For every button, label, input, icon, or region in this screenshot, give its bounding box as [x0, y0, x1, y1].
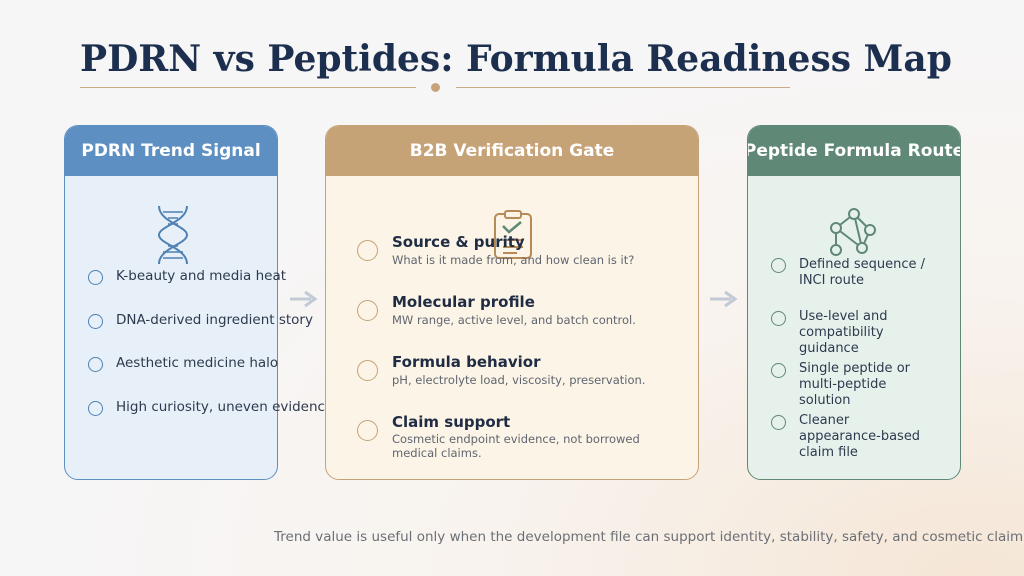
right-item-marker: [771, 311, 786, 326]
right-item-marker: [771, 363, 786, 378]
gate-step-title: Molecular profile: [392, 293, 535, 311]
title-divider-right: [456, 87, 790, 88]
left-item: High curiosity, uneven evidence: [116, 399, 334, 415]
gate-step-marker: [357, 300, 378, 321]
gate-step-marker: [357, 240, 378, 261]
gate-step-marker: [357, 420, 378, 441]
right-item: Use-level and compatibility guidance: [799, 309, 888, 356]
title-divider-dot: [431, 83, 440, 92]
left-item: DNA-derived ingredient story: [116, 312, 313, 328]
arrow-right-icon: [290, 290, 318, 308]
verification-card-header: B2B Verification Gate: [326, 126, 698, 176]
gate-step-desc: pH, electrolyte load, viscosity, preserv…: [392, 373, 646, 387]
right-item-marker: [771, 258, 786, 273]
gate-step-desc: Cosmetic endpoint evidence, not borrowed…: [392, 432, 640, 460]
right-item: Single peptide or multi-peptide solution: [799, 361, 910, 408]
clipboard-check-icon: [494, 210, 532, 259]
left-item-marker: [88, 357, 103, 372]
gate-step-title: Source & purity: [392, 233, 525, 251]
page-title: PDRN vs Peptides: Formula Readiness Map: [80, 38, 952, 80]
pdrn-card-header: PDRN Trend Signal: [65, 126, 277, 176]
peptide-card-header: Peptide Formula Route: [748, 126, 960, 176]
left-item: K-beauty and media heat: [116, 268, 287, 284]
arrow-right-icon: [710, 290, 738, 308]
dna-icon: [157, 205, 189, 265]
gate-step-desc: What is it made from, and how clean is i…: [392, 253, 635, 267]
molecule-network-icon: [830, 208, 876, 256]
right-item: Defined sequence / INCI route: [799, 257, 925, 288]
right-item: Cleaner appearance-based claim file: [799, 413, 921, 460]
gate-step-title: Formula behavior: [392, 353, 541, 371]
left-item-marker: [88, 401, 103, 416]
verification-gate-card: B2B Verification Gate: [325, 125, 699, 480]
left-item-marker: [88, 314, 103, 329]
right-item-marker: [771, 415, 786, 430]
gate-step-title: Claim support: [392, 413, 511, 431]
gate-step-marker: [357, 360, 378, 381]
title-divider-left: [80, 87, 416, 88]
left-item-marker: [88, 270, 103, 285]
footer-note: Trend value is useful only when the deve…: [274, 529, 1024, 545]
gate-step-desc: MW range, active level, and batch contro…: [392, 313, 636, 327]
pdrn-trend-card: PDRN Trend Signal: [64, 125, 278, 480]
left-item: Aesthetic medicine halo: [116, 355, 279, 371]
